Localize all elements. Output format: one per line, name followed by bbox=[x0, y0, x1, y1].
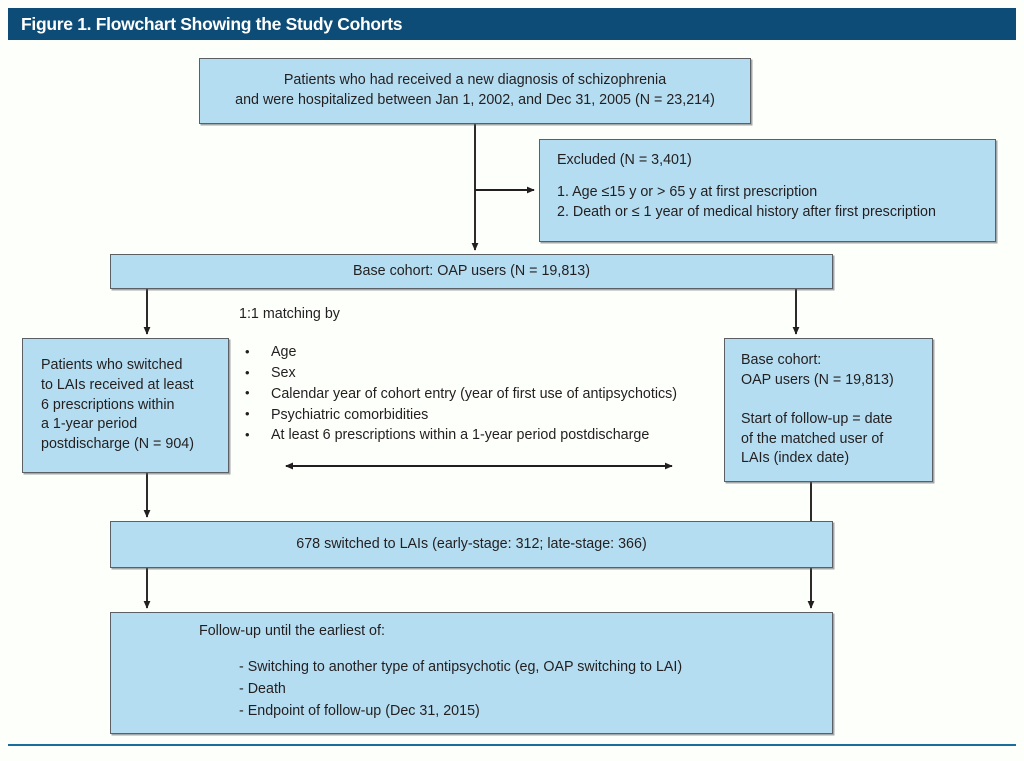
matching-criterion-label: Age bbox=[271, 344, 297, 361]
lai-line-1: Patients who switched bbox=[41, 357, 183, 374]
matching-criterion: • Age bbox=[239, 343, 719, 361]
followup-item-1: - Switching to another type of antipsych… bbox=[239, 658, 683, 675]
figure-title: Figure 1. Flowchart Showing the Study Co… bbox=[21, 13, 403, 34]
lai-line-4: a 1-year period bbox=[41, 416, 138, 433]
box-followup: Follow-up until the earliest of: - Switc… bbox=[110, 612, 833, 734]
source-line-1: Patients who had received a new diagnosi… bbox=[283, 72, 667, 89]
box-oap-cohort: Base cohort: OAP users (N = 19,813) Star… bbox=[724, 338, 933, 482]
oap-line-3: Start of follow-up = date bbox=[741, 411, 893, 427]
oap-line-4: of the matched user of bbox=[741, 430, 884, 447]
matching-criterion-label: At least 6 prescriptions within a 1-year… bbox=[271, 427, 650, 444]
oap-line-spacer bbox=[741, 390, 932, 410]
source-line-2: and were hospitalized between Jan 1, 200… bbox=[235, 92, 715, 108]
lai-line-2: to LAIs received at least bbox=[41, 376, 194, 393]
followup-heading: Follow-up until the earliest of: bbox=[199, 622, 385, 639]
box-source-population: Patients who had received a new diagnosi… bbox=[199, 58, 751, 124]
bullet-icon: • bbox=[245, 426, 250, 442]
lai-line-5: postdischarge (N = 904) bbox=[41, 436, 194, 453]
oap-line-5: LAIs (index date) bbox=[741, 450, 850, 467]
matching-criterion-label: Calendar year of cohort entry (year of f… bbox=[271, 385, 678, 402]
matching-criterion: • Psychiatric comorbidities bbox=[239, 406, 719, 423]
matching-criterion-label: Sex bbox=[271, 365, 296, 382]
matching-criteria-block: 1:1 matching by • Age • Sex • Calendar y… bbox=[239, 307, 719, 449]
oap-line-1: Base cohort: bbox=[741, 351, 822, 368]
excluded-heading: Excluded (N = 3,401) bbox=[557, 152, 692, 168]
oap-line-2: OAP users (N = 19,813) bbox=[741, 371, 894, 388]
box-lai-cohort: Patients who switched to LAIs received a… bbox=[22, 338, 229, 473]
bullet-icon: • bbox=[245, 385, 250, 401]
matching-criterion: • At least 6 prescriptions within a 1-ye… bbox=[239, 426, 719, 444]
matching-title: 1:1 matching by bbox=[239, 306, 340, 322]
followup-item-3: - Endpoint of follow-up (Dec 31, 2015) bbox=[239, 702, 480, 719]
excluded-criterion-2: 2. Death or ≤ 1 year of medical history … bbox=[557, 204, 936, 221]
matching-criteria-list: • Age • Sex • Calendar year of cohort en… bbox=[239, 343, 719, 444]
bullet-icon: • bbox=[245, 364, 250, 380]
matching-criterion: • Sex bbox=[239, 364, 719, 382]
box-base-cohort: Base cohort: OAP users (N = 19,813) bbox=[110, 254, 833, 289]
footer-rule bbox=[8, 744, 1016, 747]
figure-header-bar: Figure 1. Flowchart Showing the Study Co… bbox=[8, 8, 1016, 40]
followup-list: - Switching to another type of antipsych… bbox=[199, 658, 832, 725]
bullet-icon: • bbox=[245, 343, 250, 359]
matching-criterion-label: Psychiatric comorbidities bbox=[271, 406, 429, 423]
followup-item-2: - Death bbox=[239, 680, 286, 697]
excluded-criterion-1: 1. Age ≤15 y or > 65 y at first prescrip… bbox=[557, 183, 818, 200]
matching-criterion: • Calendar year of cohort entry (year of… bbox=[239, 385, 719, 402]
lai-line-3: 6 prescriptions within bbox=[41, 396, 175, 413]
base-cohort-label: Base cohort: OAP users (N = 19,813) bbox=[353, 262, 590, 279]
box-excluded: Excluded (N = 3,401) 1. Age ≤15 y or > 6… bbox=[539, 139, 996, 242]
bullet-icon: • bbox=[245, 406, 250, 422]
box-switched-to-lais: 678 switched to LAIs (early-stage: 312; … bbox=[110, 521, 833, 568]
switched-label: 678 switched to LAIs (early-stage: 312; … bbox=[296, 535, 647, 552]
